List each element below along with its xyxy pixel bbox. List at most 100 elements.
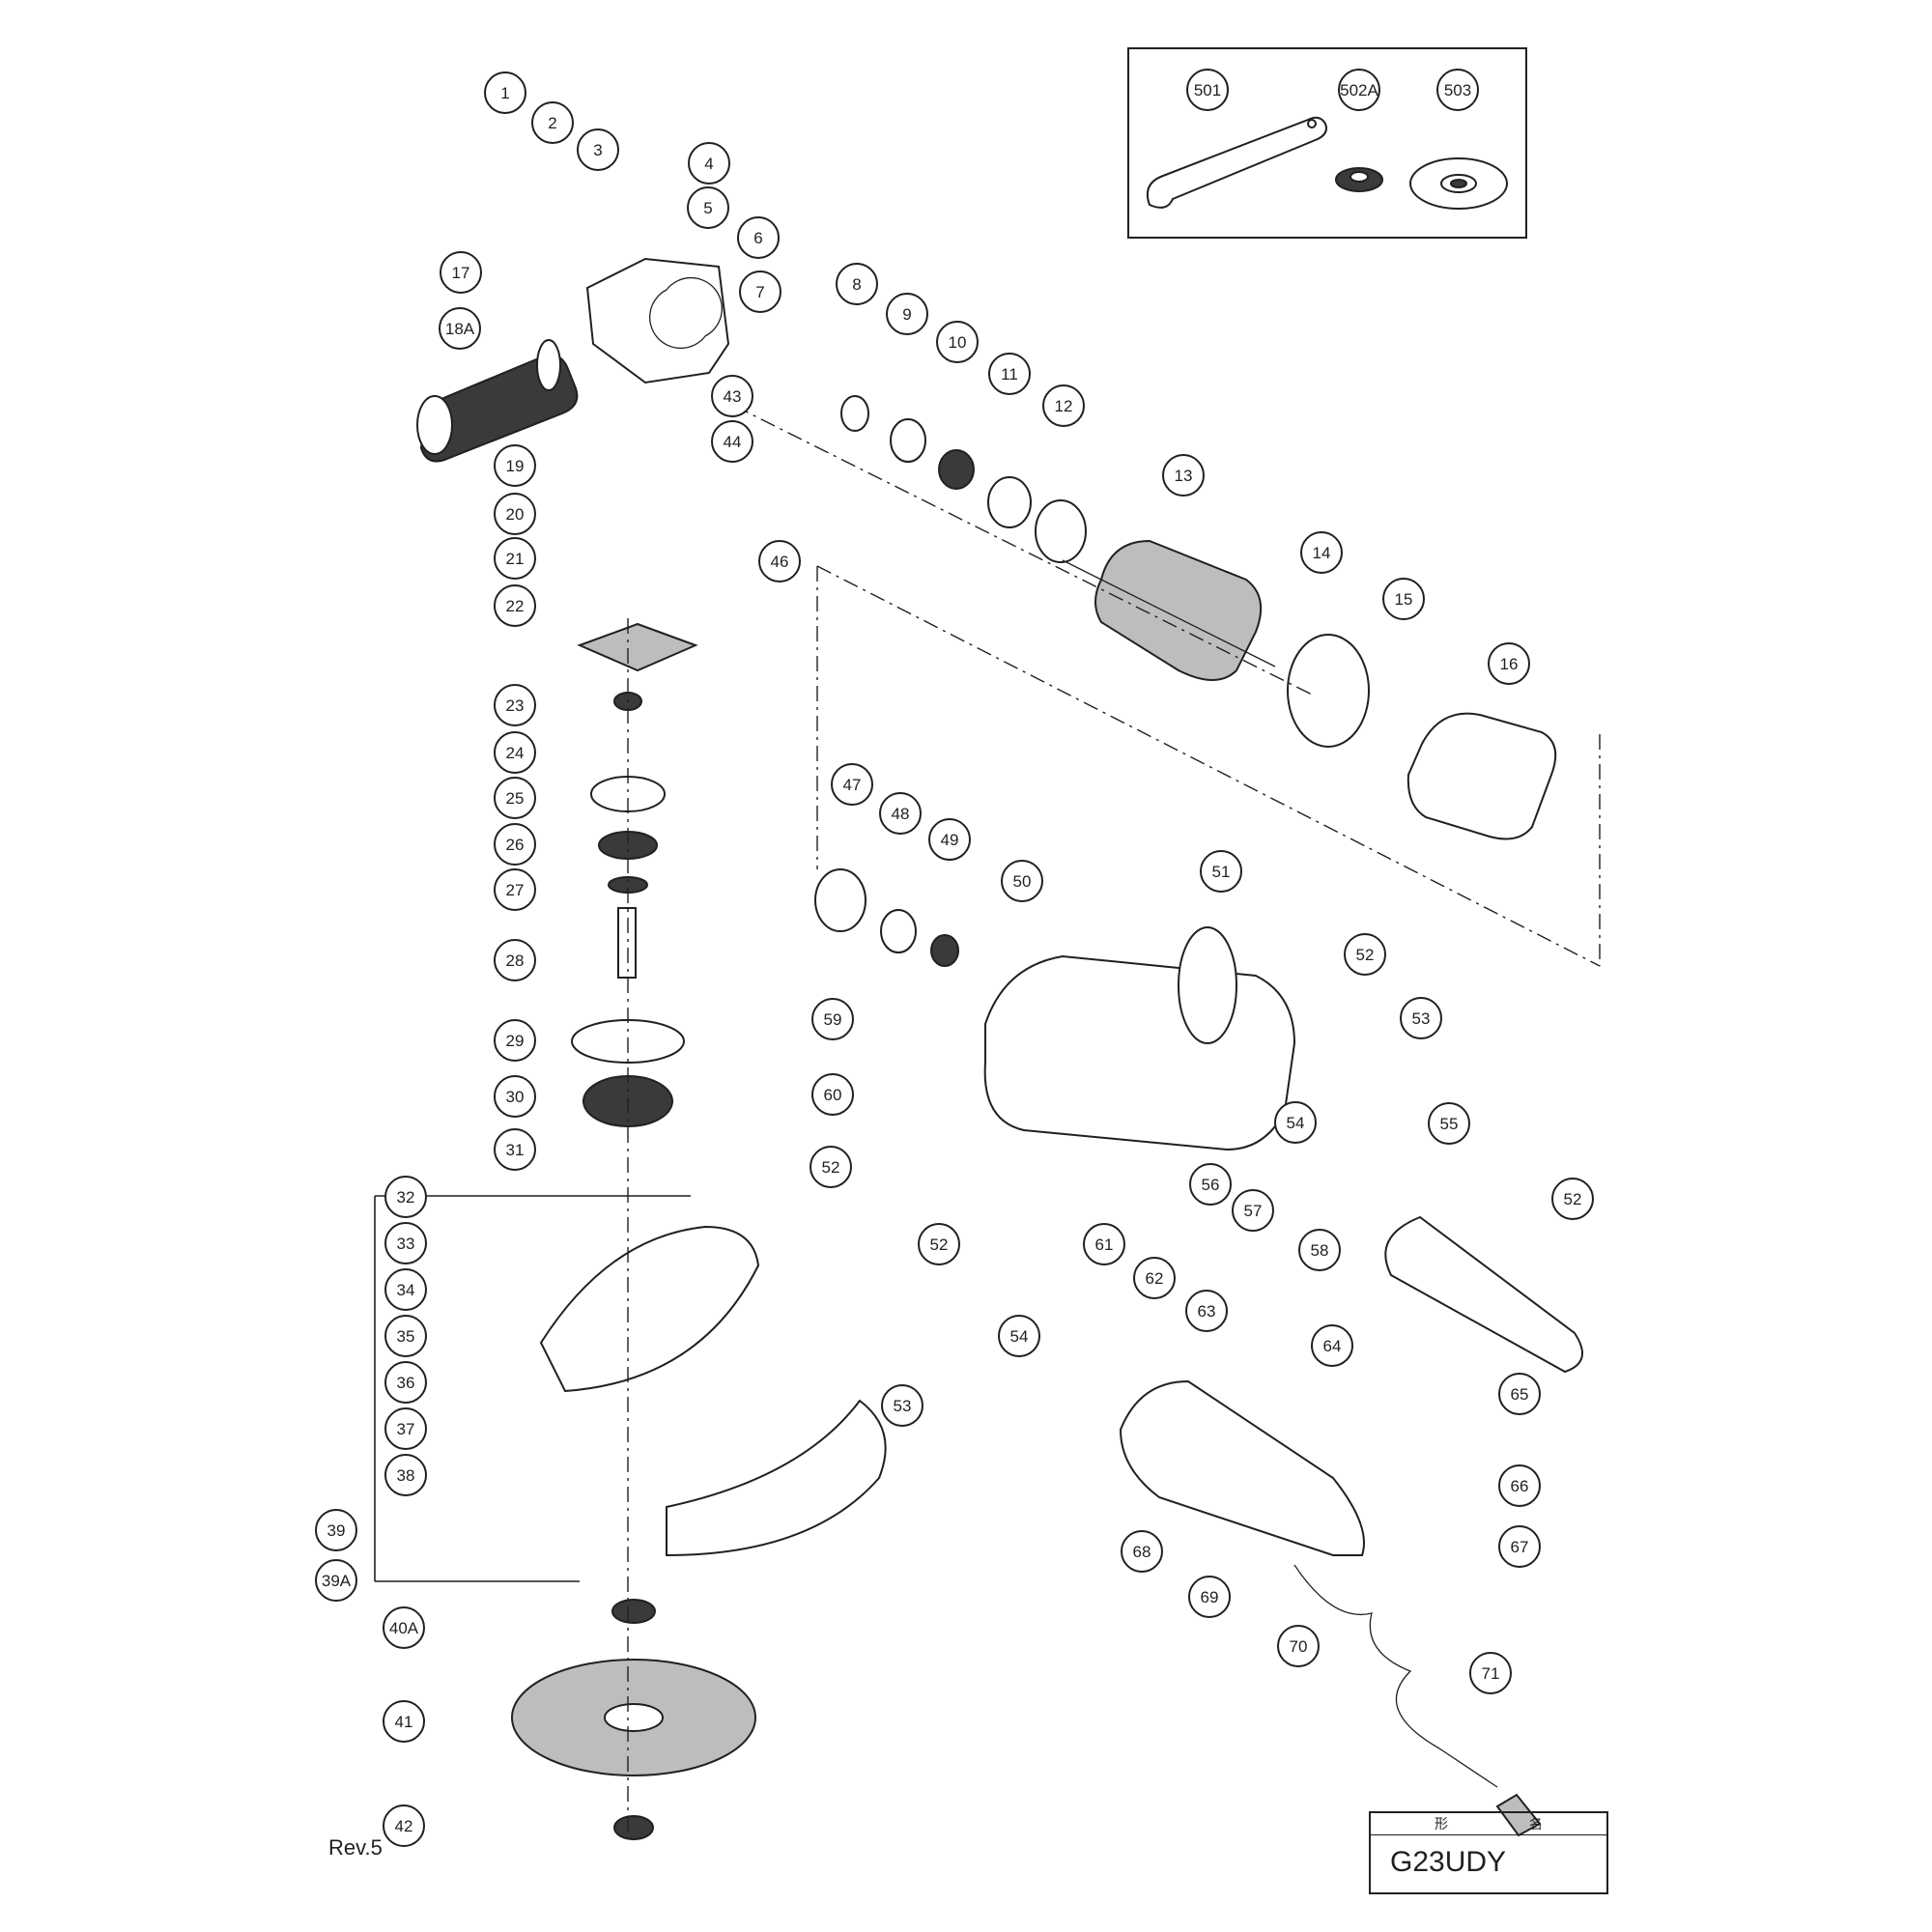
wheel-washer-drawing: [611, 1599, 656, 1624]
title-block-header: 形 名: [1371, 1813, 1606, 1835]
callout-circle: [1133, 1257, 1176, 1299]
callout-label: 69: [1201, 1588, 1219, 1606]
callout-circle: [1001, 860, 1043, 902]
callout-label: 52: [822, 1158, 840, 1177]
callout-circle: [531, 101, 574, 144]
callout-label: 28: [506, 952, 525, 970]
callout-17: 17: [440, 251, 482, 294]
callout-circle: [384, 1454, 427, 1496]
callout-63: 63: [1185, 1290, 1228, 1332]
callout-25: 25: [494, 777, 536, 819]
callout-label: 60: [824, 1086, 842, 1104]
callout-label: 20: [506, 505, 525, 524]
callout-label: 23: [506, 696, 525, 715]
callout-label: 38: [397, 1466, 415, 1485]
callout-label: 503: [1444, 81, 1471, 99]
callout-5: 5: [687, 186, 729, 229]
callout-circle: [494, 493, 536, 535]
callout-label: 66: [1511, 1477, 1529, 1495]
callout-60: 60: [811, 1073, 854, 1116]
callout-circle: [494, 1019, 536, 1062]
motor-housing-drawing: [983, 926, 1296, 1151]
callout-circle: [1188, 1576, 1231, 1618]
callout-40a: 40A: [383, 1606, 425, 1649]
callout-label: 37: [397, 1420, 415, 1438]
callout-circle: [1298, 1229, 1341, 1271]
callout-15: 15: [1382, 578, 1425, 620]
callout-label: 62: [1146, 1269, 1164, 1288]
power-cord-drawing: [1293, 1564, 1542, 1837]
callout-circle: [384, 1315, 427, 1357]
callout-circle: [1121, 1530, 1163, 1573]
callout-53: 53: [881, 1384, 923, 1427]
callout-50: 50: [1001, 860, 1043, 902]
callout-52: 52: [1344, 933, 1386, 976]
callout-label: 63: [1198, 1302, 1216, 1321]
callout-circle: [1042, 384, 1085, 427]
wheel-nut-drawing: [613, 1815, 654, 1840]
callout-38: 38: [384, 1454, 427, 1496]
callout-circle: [1498, 1464, 1541, 1507]
callout-circle: [1436, 69, 1479, 111]
callout-label: 40A: [389, 1619, 419, 1637]
callout-circle: [810, 1146, 852, 1188]
bearing-row-drawing: [840, 395, 1087, 563]
callout-label: 59: [824, 1010, 842, 1029]
callout-11: 11: [988, 353, 1031, 395]
callout-14: 14: [1300, 531, 1343, 574]
callout-label: 44: [724, 433, 742, 451]
callout-label: 50: [1013, 872, 1032, 891]
callout-label: 31: [506, 1141, 525, 1159]
callout-circle: [383, 1804, 425, 1847]
callout-label: 71: [1482, 1664, 1500, 1683]
callout-circle: [836, 263, 878, 305]
callout-label: 14: [1313, 544, 1331, 562]
callout-circle: [384, 1407, 427, 1450]
callout-circle: [1400, 997, 1442, 1039]
callout-label: 8: [852, 275, 861, 294]
callout-35: 35: [384, 1315, 427, 1357]
callout-46: 46: [758, 540, 801, 582]
callout-18a: 18A: [439, 307, 481, 350]
callout-65: 65: [1498, 1373, 1541, 1415]
callout-52: 52: [1551, 1178, 1594, 1220]
callout-circle: [1498, 1525, 1541, 1568]
callout-19: 19: [494, 444, 536, 487]
callout-circle: [384, 1361, 427, 1404]
callout-circle: [494, 684, 536, 726]
callout-circle: [711, 420, 753, 463]
callout-circle: [811, 998, 854, 1040]
callout-label: 2: [548, 114, 556, 132]
callout-54: 54: [1274, 1101, 1317, 1144]
callout-circle: [918, 1223, 960, 1265]
callout-label: 11: [1001, 365, 1018, 384]
callout-label: 24: [506, 744, 525, 762]
callout-label: 52: [930, 1236, 949, 1254]
callout-57: 57: [1232, 1189, 1274, 1232]
callout-label: 17: [452, 264, 470, 282]
callout-circle: [384, 1176, 427, 1218]
callout-37: 37: [384, 1407, 427, 1450]
callout-33: 33: [384, 1222, 427, 1264]
callout-label: 1: [500, 84, 509, 102]
callout-label: 16: [1500, 655, 1519, 673]
callout-circle: [1311, 1324, 1353, 1367]
callout-label: 46: [771, 553, 789, 571]
callout-circle: [494, 868, 536, 911]
callout-56: 56: [1189, 1163, 1232, 1206]
callout-circle: [577, 128, 619, 171]
callout-62: 62: [1133, 1257, 1176, 1299]
callout-59: 59: [811, 998, 854, 1040]
callout-label: 47: [843, 776, 862, 794]
callout-circle: [384, 1222, 427, 1264]
callout-circle: [315, 1559, 357, 1602]
callout-23: 23: [494, 684, 536, 726]
callout-16: 16: [1488, 642, 1530, 685]
stator-drawing: [1406, 712, 1557, 840]
callout-label: 5: [703, 199, 712, 217]
callout-42: 42: [383, 1804, 425, 1847]
callout-label: 27: [506, 881, 525, 899]
callout-circle: [936, 321, 979, 363]
callout-circle: [1469, 1652, 1512, 1694]
